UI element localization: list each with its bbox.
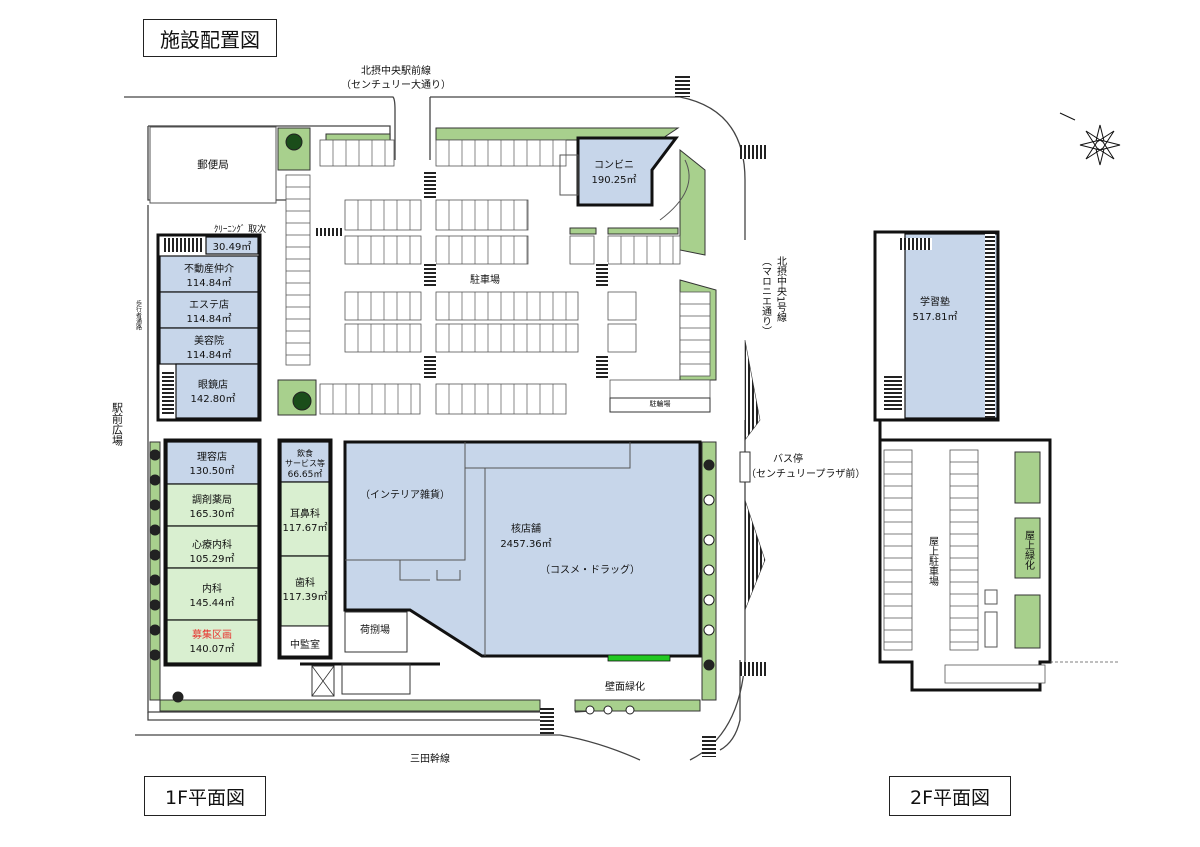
inshoku-area: 66.65㎡	[288, 469, 323, 480]
recruit-area: 140.07㎡	[190, 643, 235, 655]
esthe-area: 114.84㎡	[187, 313, 232, 325]
wall-green-label: 壁面緑化	[605, 680, 645, 693]
naika-area: 145.44㎡	[190, 597, 235, 609]
megane-area: 142.80㎡	[191, 393, 236, 405]
cleaning-area: 30.49㎡	[213, 241, 252, 253]
gakushu-area: 517.81㎡	[913, 311, 958, 323]
parking-dividers-2f	[884, 461, 978, 643]
chozai-area: 165.30㎡	[190, 508, 235, 520]
recruit-name: 募集区画	[192, 628, 232, 641]
core-sub1: （インテリア雑貨）	[360, 488, 450, 501]
convenience-store	[576, 136, 679, 207]
post-office-label: 郵便局	[197, 158, 229, 171]
loading-label: 荷捌場	[360, 623, 390, 636]
cleaning-label: ｸﾘｰﾆﾝｸﾞ 取次	[214, 223, 266, 235]
monitor-room: 中監室	[290, 638, 320, 651]
east-road-sub: （マロニエ通り）	[760, 256, 772, 336]
page-title: 施設配置図	[143, 19, 277, 57]
chozai-name: 調剤薬局	[192, 493, 232, 506]
north-road-name: 北摂中央駅前線	[361, 64, 431, 77]
inshoku-name1: 飲食	[297, 448, 313, 458]
core-sub2: （コスメ・ドラッグ）	[540, 563, 640, 576]
shika-area: 117.39㎡	[283, 591, 328, 603]
floor2-plan	[873, 230, 1120, 692]
shika-name: 歯科	[295, 576, 315, 589]
konbini-area: 190.25㎡	[592, 174, 637, 186]
naika-name: 内科	[202, 582, 222, 595]
floor1-plan-label: 1F平面図	[144, 776, 266, 816]
inshoku-name2: サービス等	[285, 458, 325, 468]
bus-stop-label: バス停	[773, 452, 803, 465]
floor2-plan-label: 2F平面図	[889, 776, 1011, 816]
parking-label: 駐車場	[470, 273, 500, 286]
compass-icon	[1059, 112, 1121, 166]
bus-stop-shelter	[739, 451, 751, 483]
bicycle-label: 駐輪場	[650, 399, 671, 408]
rooftop-green-label: 屋上緑化	[1023, 530, 1035, 570]
riyo-area: 130.50㎡	[190, 465, 235, 477]
rooftop-parking-label: 屋上駐車場	[927, 536, 939, 587]
slope-hatching	[744, 339, 766, 611]
walkway-label: 歩行者通路	[135, 299, 142, 331]
north-road-sub: （センチュリー大通り）	[341, 78, 451, 91]
konbini-name: コンビニ	[594, 159, 634, 171]
jibi-name: 耳鼻科	[290, 507, 320, 520]
core-store	[343, 440, 702, 658]
core-name: 核店舗	[511, 522, 541, 535]
parking-dividers	[286, 140, 710, 414]
fudosan-name: 不動産仲介	[184, 262, 234, 275]
riyo-name: 理容店	[197, 450, 227, 463]
trees	[149, 133, 715, 715]
megane-name: 眼鏡店	[198, 378, 228, 391]
post-office	[149, 126, 277, 204]
west-tenant-block	[156, 233, 333, 667]
loading-area	[344, 611, 408, 653]
core-area: 2457.36㎡	[500, 538, 551, 550]
crosswalks	[315, 75, 766, 757]
esthe-name: エステ店	[189, 298, 229, 311]
wall-green-strip	[607, 654, 671, 662]
east-road-name: 北摂中央1号線	[775, 256, 787, 323]
biyoin-area: 114.84㎡	[187, 349, 232, 361]
shinryo-area: 105.29㎡	[190, 553, 235, 565]
core-store-interior	[345, 442, 631, 656]
bus-stop-sub: （センチュリープラザ前）	[746, 467, 865, 480]
bicycle-parking	[609, 397, 711, 413]
jibi-area: 117.67㎡	[283, 522, 328, 534]
fudosan-area: 114.84㎡	[187, 277, 232, 289]
shinryo-name: 心療内科	[192, 538, 232, 551]
west-plaza-label: 駅前広場	[111, 402, 124, 447]
gakushu-name: 学習塾	[920, 295, 950, 308]
south-road-name: 三田幹線	[410, 752, 450, 765]
biyoin-name: 美容院	[194, 334, 224, 347]
